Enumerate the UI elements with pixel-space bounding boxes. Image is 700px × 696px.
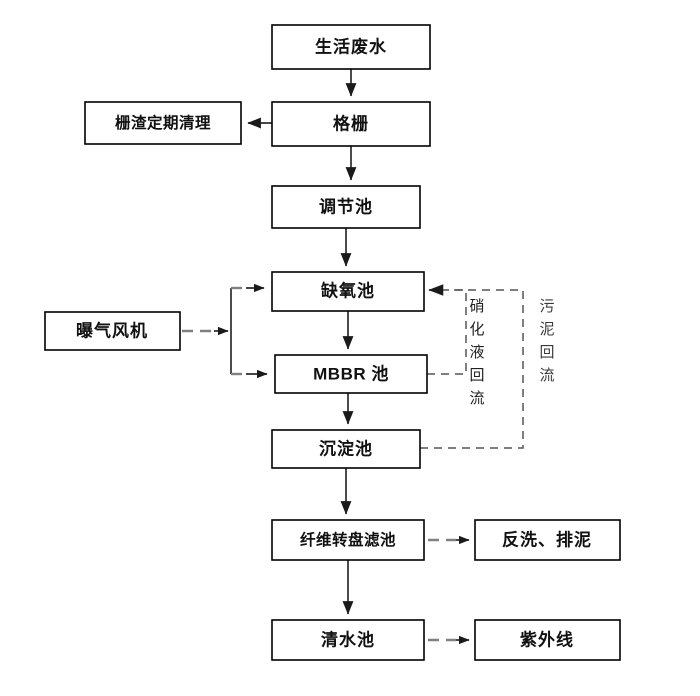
node-screen-label: 格栅 <box>333 113 369 133</box>
node-influent-label: 生活废水 <box>315 36 387 56</box>
node-disk-filter[interactable]: 纤维转盘滤池 <box>271 519 425 561</box>
node-uv-label: 紫外线 <box>520 629 574 649</box>
edge-label-nitrate-return: 硝 化 液 回 流 <box>469 298 484 407</box>
node-settling-tank[interactable]: 沉淀池 <box>271 429 421 469</box>
edge-blower-to-pools <box>182 283 268 379</box>
edge-label-nitrate-char-4: 流 <box>469 390 484 407</box>
edge-label-nitrate-char-2: 液 <box>469 344 484 361</box>
node-cleanwater-label: 清水池 <box>321 629 375 649</box>
node-screenings-label: 栅渣定期清理 <box>115 113 211 132</box>
node-backwash-sludge[interactable]: 反洗、排泥 <box>474 519 621 561</box>
edge-label-sludge-char-2: 回 <box>539 344 554 361</box>
node-clean-water-tank[interactable]: 清水池 <box>271 619 425 661</box>
node-equalizing-label: 调节池 <box>319 196 373 216</box>
node-influent[interactable]: 生活废水 <box>271 24 431 70</box>
edge-sludge-return <box>420 289 524 449</box>
node-equalizing-tank[interactable]: 调节池 <box>271 185 421 229</box>
node-mbbr-label: MBBR 池 <box>313 363 389 383</box>
edge-label-nitrate-char-1: 化 <box>469 321 484 338</box>
edge-nitrate-recirculation <box>427 284 467 375</box>
edge-label-sludge-char-3: 流 <box>539 367 554 384</box>
edge-label-sludge-return: 污 泥 回 流 <box>539 298 554 384</box>
node-backwash-label: 反洗、排泥 <box>502 529 592 549</box>
node-mbbr-tank[interactable]: MBBR 池 <box>274 354 428 394</box>
node-diskfilter-label: 纤维转盘滤池 <box>300 530 396 549</box>
node-uv-disinfection[interactable]: 紫外线 <box>474 619 621 661</box>
node-aeration-blower[interactable]: 曝气风机 <box>44 311 181 351</box>
node-screenings-cleanup[interactable]: 栅渣定期清理 <box>84 101 242 145</box>
edge-label-sludge-char-0: 污 <box>539 298 554 315</box>
edge-label-sludge-char-1: 泥 <box>539 321 554 338</box>
node-anoxic-tank[interactable]: 缺氧池 <box>271 271 425 312</box>
node-blower-label: 曝气风机 <box>76 320 148 340</box>
node-anoxic-label: 缺氧池 <box>321 280 375 300</box>
edge-label-nitrate-char-3: 回 <box>469 367 484 384</box>
node-screen[interactable]: 格栅 <box>271 101 431 147</box>
edge-label-nitrate-char-0: 硝 <box>469 298 484 315</box>
node-settling-label: 沉淀池 <box>319 438 373 458</box>
